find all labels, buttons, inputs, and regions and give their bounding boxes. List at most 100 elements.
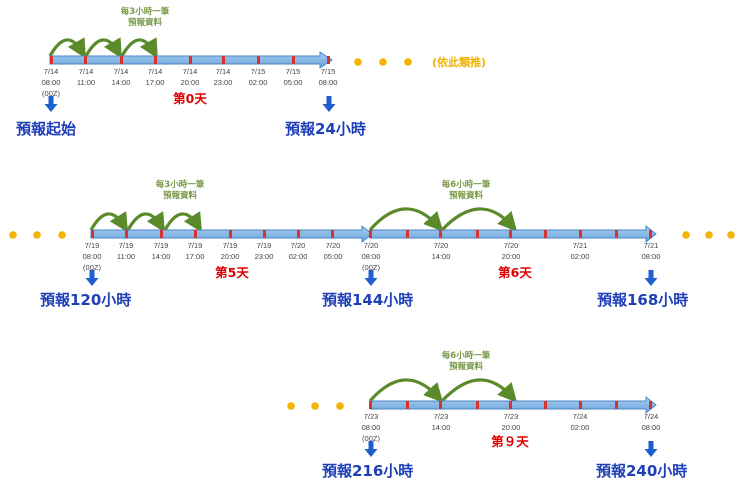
tick-date: 7/19	[119, 241, 134, 250]
curve-arrow	[163, 211, 203, 233]
tick-time: 02:00	[571, 423, 590, 432]
tick-date: 7/21	[573, 241, 588, 250]
curve-arrows	[368, 378, 518, 403]
curve-arrow	[440, 207, 518, 232]
tick-date: 7/20	[434, 241, 449, 250]
tick-date: 7/19	[223, 241, 238, 250]
tick-z: (00Z)	[362, 434, 380, 443]
tick-date: 7/14	[148, 67, 163, 76]
forecast-label: 預報24小時	[285, 120, 366, 138]
timeline-row-3: 每6小時一筆 預報資料 7/23 08:00 (00Z) 7/23 14:00 …	[287, 349, 687, 480]
tick-time: 14:00	[112, 78, 131, 87]
tick-mark	[160, 230, 163, 238]
tick-mark	[509, 230, 512, 238]
down-arrow-icon	[322, 96, 336, 112]
dot	[379, 58, 387, 66]
tick-time: 02:00	[249, 78, 268, 87]
tick-time: 14:00	[432, 423, 451, 432]
down-arrows	[85, 270, 658, 286]
dot	[311, 402, 319, 410]
continuation-dots	[354, 58, 412, 66]
tick-mark	[154, 56, 157, 64]
tick-labels: 7/23 08:00 (00Z) 7/23 14:00 7/23 20:00 7…	[362, 412, 661, 443]
note-line1: 每6小時一筆	[442, 350, 491, 361]
forecast-label: 預報120小時	[40, 291, 131, 309]
tick-date: 7/15	[286, 67, 301, 76]
tick-date: 7/19	[257, 241, 272, 250]
tick-date: 7/24	[573, 412, 588, 421]
dot	[9, 231, 17, 239]
tick-mark	[369, 230, 372, 238]
tick-date: 7/19	[154, 241, 169, 250]
tick-mark	[439, 401, 442, 409]
day-label: 第0天	[173, 91, 207, 106]
tick-time: 23:00	[255, 252, 274, 261]
tick-date: 7/23	[364, 412, 379, 421]
tick-date: 7/23	[434, 412, 449, 421]
tick-time: 08:00	[42, 78, 61, 87]
continuation-dots	[287, 402, 344, 410]
dot	[287, 402, 295, 410]
tick-mark	[194, 230, 197, 238]
tick-mark	[509, 401, 512, 409]
note-line2: 預報資料	[128, 17, 163, 28]
down-arrows	[44, 96, 336, 112]
note-3h: 每3小時一筆 預報資料	[120, 5, 171, 29]
tick-time: 11:00	[117, 252, 135, 261]
tick-date: 7/23	[504, 412, 519, 421]
tick-time: 14:00	[432, 252, 451, 261]
tick-mark	[257, 56, 260, 64]
tick-mark	[84, 56, 87, 64]
tick-time: 20:00	[502, 252, 521, 261]
tick-mark	[120, 56, 123, 64]
tick-date: 7/15	[321, 67, 336, 76]
tick-mark	[615, 230, 618, 238]
continuation-dots	[9, 231, 735, 239]
tick-mark	[292, 56, 295, 64]
tick-date: 7/19	[188, 241, 203, 250]
tick-mark	[615, 401, 618, 409]
tick-date: 7/20	[326, 241, 341, 250]
tick-mark	[229, 230, 232, 238]
tick-time: 02:00	[289, 252, 308, 261]
forecast-label: 預報216小時	[322, 462, 413, 480]
tick-time: 08:00	[642, 423, 661, 432]
tick-mark	[476, 401, 479, 409]
curve-arrow	[368, 207, 444, 232]
tick-time: 17:00	[146, 78, 165, 87]
tick-mark	[331, 230, 334, 238]
curve-arrow	[368, 378, 444, 403]
tick-time: 20:00	[502, 423, 521, 432]
forecast-label: 預報240小時	[596, 462, 687, 480]
tick-mark	[327, 56, 330, 64]
curve-arrows	[48, 37, 158, 59]
tick-date: 7/14	[216, 67, 231, 76]
tick-mark	[544, 401, 547, 409]
tick-mark	[125, 230, 128, 238]
tick-mark	[91, 230, 94, 238]
tick-mark	[649, 230, 652, 238]
curve-arrow	[48, 37, 86, 59]
down-arrow-icon	[364, 270, 378, 286]
down-arrow-icon	[644, 270, 658, 286]
tick-time: 02:00	[571, 252, 590, 261]
tick-date: 7/19	[85, 241, 100, 250]
curve-arrow	[126, 211, 166, 233]
forecast-label: 預報144小時	[322, 291, 413, 309]
curve-arrow	[440, 378, 518, 403]
tick-date: 7/14	[114, 67, 129, 76]
timeline-bar	[369, 395, 657, 415]
tick-time: 08:00	[362, 252, 381, 261]
timeline-row-1: 每3小時一筆 預報資料 7/14 08:00 (00Z) 7/14 11:00 …	[16, 5, 486, 138]
tick-time: 08:00	[83, 252, 102, 261]
down-arrow-icon	[644, 441, 658, 457]
tick-date: 7/15	[251, 67, 266, 76]
tick-date: 7/24	[644, 412, 659, 421]
note-line1: 每6小時一筆	[442, 179, 491, 190]
tick-time: 05:00	[324, 252, 343, 261]
tick-time: 23:00	[214, 78, 233, 87]
tick-mark	[579, 230, 582, 238]
tick-z: (00Z)	[42, 89, 60, 98]
note-line1: 每3小時一筆	[156, 179, 205, 190]
